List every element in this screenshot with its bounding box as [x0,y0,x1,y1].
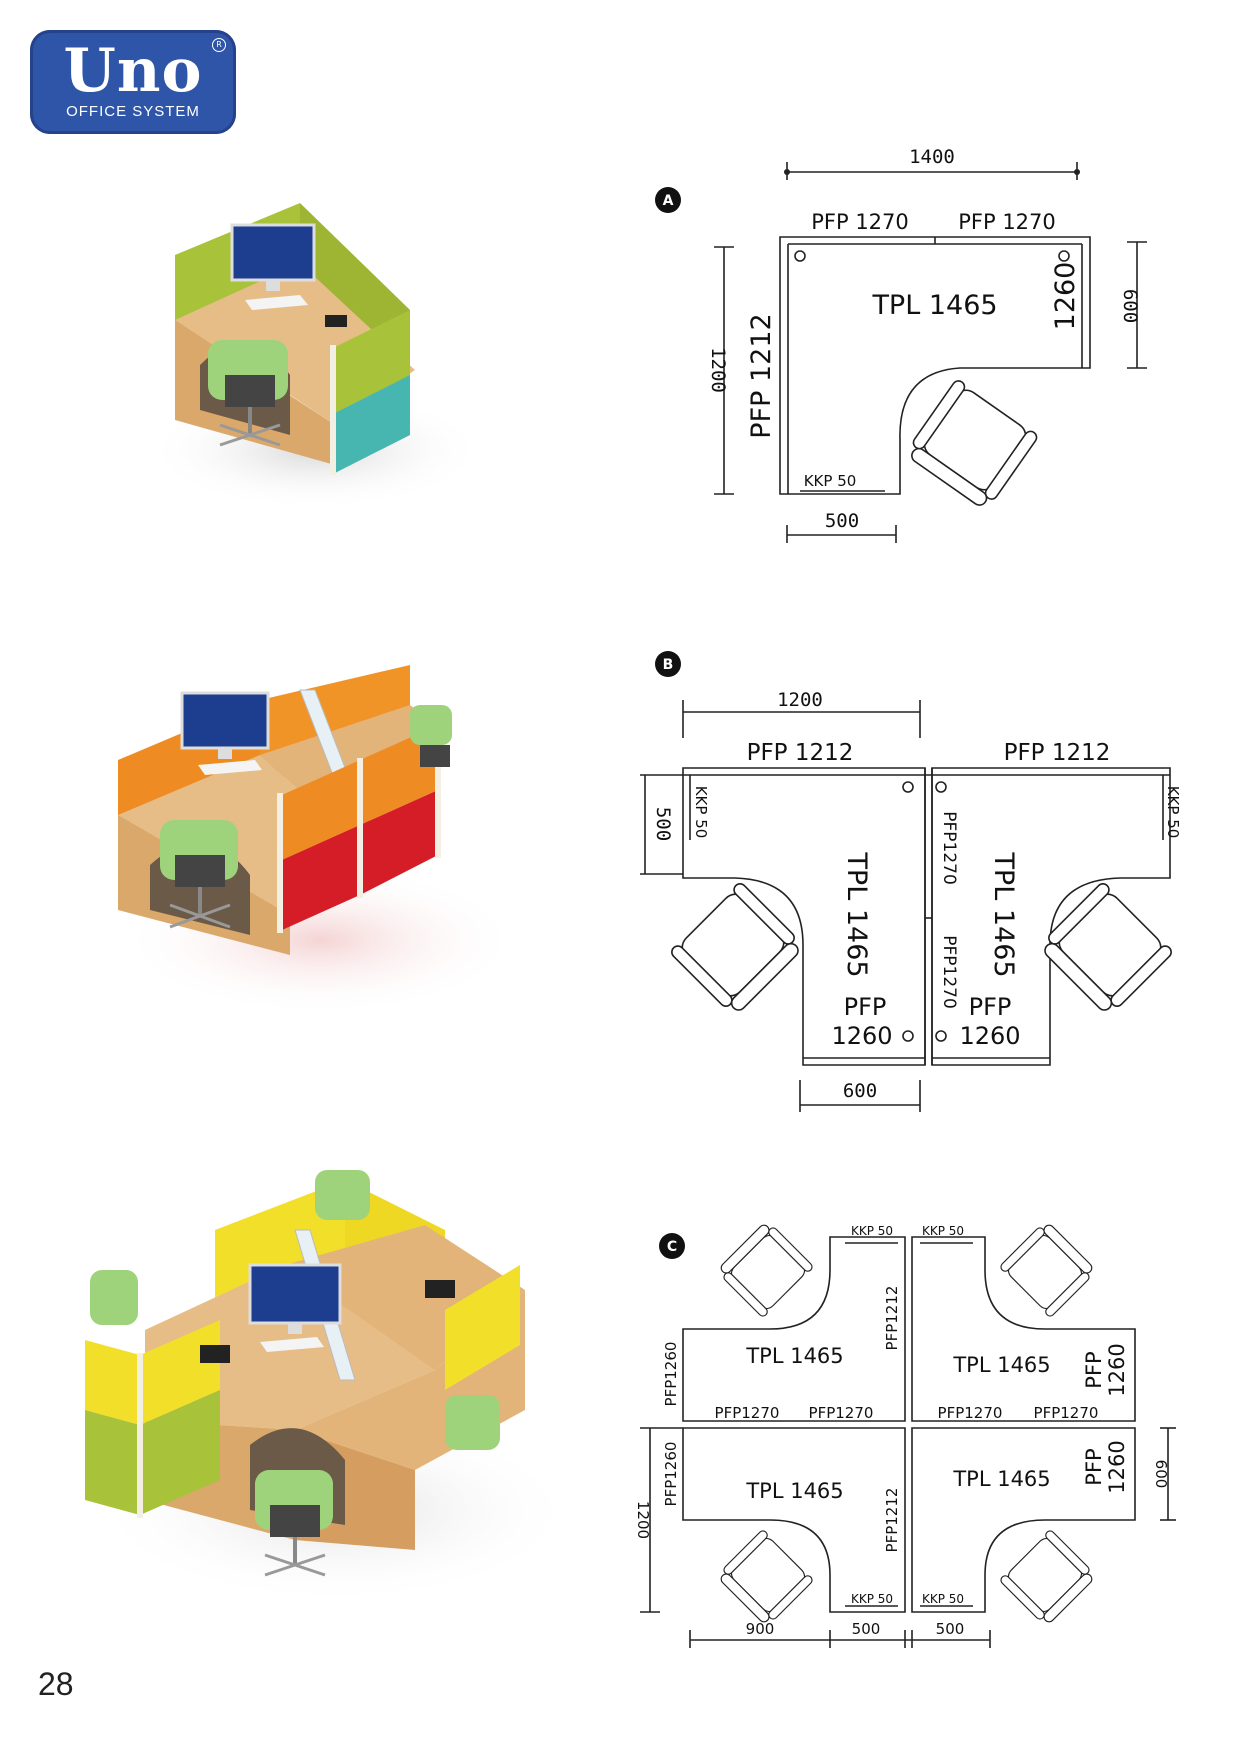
desk-outline-c-bl [682,1427,906,1613]
label-c-desk-bl: TPL 1465 [745,1479,843,1503]
label-a-panel-right: 1260 [1050,262,1081,331]
floor-plan-a: A 1400 PFP 1270 PFP 1270 TPL 1465 1260 6… [655,146,1147,543]
chair-icon-c-tl [720,1224,813,1317]
dim-b-bottom: 600 [843,1080,877,1102]
label-b-end-right-2: 1260 [959,1022,1020,1050]
label-c-mid-1: PFP1270 [715,1404,780,1422]
desk-outline-c-tr [911,1236,1136,1422]
label-c-leg-bottom-right: KKP 50 [922,1592,964,1606]
badge-b [655,651,681,677]
label-a-panel-top-left: PFP 1270 [811,210,909,234]
label-b-leg-left: KKP 50 [692,786,710,839]
chair-icon-c-br [1000,1530,1093,1623]
label-b-divider-bottom: PFP1270 [939,935,959,1009]
label-b-desk-left: TPL 1465 [841,851,872,977]
label-c-leg-top-left: KKP 50 [851,1224,893,1238]
label-c-mid-4: PFP1270 [1034,1404,1099,1422]
page-number: 28 [38,1666,74,1702]
label-b-divider-top: PFP1270 [939,811,959,885]
brand-logo: Uno OFFICE SYSTEM R [30,30,236,134]
floor-plan-c: C KKP 50 KKP 50 KKP 50 KKP 50 TPL 1465 T… [634,1224,1176,1648]
label-b-end-left-2: 1260 [831,1022,892,1050]
dim-b-top: 1200 [777,689,823,711]
dim-a-top: 1400 [909,146,955,168]
workstation-render-c [85,1170,580,1605]
label-a-panel-top-right: PFP 1270 [958,210,1056,234]
label-c-center-top: PFP1212 [883,1286,901,1351]
label-b-leg-right: KKP 50 [1164,786,1182,839]
label-b-end-left-1: PFP [844,993,887,1021]
badge-b-label: B [663,657,674,673]
badge-c [659,1233,685,1259]
chair-icon-b-left [671,883,799,1011]
dim-c-right: 600 [1152,1460,1170,1489]
label-c-mid-2: PFP1270 [809,1404,874,1422]
label-b-panel-top-right: PFP 1212 [1004,740,1111,766]
desk-outline-b-left [682,767,926,1066]
brand-logo-word: Uno [63,36,203,106]
dim-a-left: 1200 [707,347,729,393]
workstation-render-b [118,665,520,1015]
label-c-left-top: PFP1260 [662,1342,680,1407]
desk-outline-c-tl [682,1236,906,1422]
label-b-end-right-1: PFP [969,993,1012,1021]
dim-c-left: 1200 [634,1501,652,1539]
chair-icon-b-right [1044,883,1172,1011]
label-b-desk-right: TPL 1465 [988,851,1019,977]
label-c-leg-bottom-left: KKP 50 [851,1592,893,1606]
label-c-desk-br: TPL 1465 [952,1467,1050,1491]
label-c-mid-3: PFP1270 [938,1404,1003,1422]
workstation-render-a [145,203,485,510]
badge-a [655,187,681,213]
floor-plan-b: B 1200 PFP 1212 PFP 1212 500 KKP 50 KKP … [640,651,1182,1112]
label-c-leg-top-right: KKP 50 [922,1224,964,1238]
dim-c-bottom-2: 500 [852,1620,881,1638]
label-c-desk-tl: TPL 1465 [745,1344,843,1368]
label-c-right-top-2: 1260 [1105,1343,1129,1396]
brand-logo-tagline: OFFICE SYSTEM [66,103,200,120]
dim-b-left: 500 [652,807,674,841]
badge-c-label: C [667,1239,677,1255]
chair-icon-c-tr [1000,1224,1093,1317]
dim-c-bottom-1: 900 [746,1620,775,1638]
label-c-right-bottom-2: 1260 [1105,1440,1129,1493]
label-c-left-bottom: PFP1260 [662,1442,680,1507]
label-c-right-bottom-1: PFP [1082,1448,1106,1485]
dim-c-bottom-3: 500 [936,1620,965,1638]
label-a-desk: TPL 1465 [871,290,997,321]
label-c-center-bottom: PFP1212 [883,1488,901,1553]
label-a-panel-left: PFP 1212 [746,313,777,438]
chair-icon-a [911,380,1038,506]
desk-outline-a [779,236,1091,495]
desk-outline-c-br [911,1427,1136,1613]
label-b-panel-top-left: PFP 1212 [747,740,854,766]
chair-icon-c-bl [720,1530,813,1623]
registered-mark: R [212,38,226,52]
dim-a-bottom: 500 [825,510,859,532]
dim-a-right: 600 [1119,289,1141,323]
label-c-desk-tr: TPL 1465 [952,1353,1050,1377]
label-c-right-top-1: PFP [1082,1351,1106,1388]
label-a-leg: KKP 50 [804,472,857,490]
badge-a-label: A [663,193,674,209]
